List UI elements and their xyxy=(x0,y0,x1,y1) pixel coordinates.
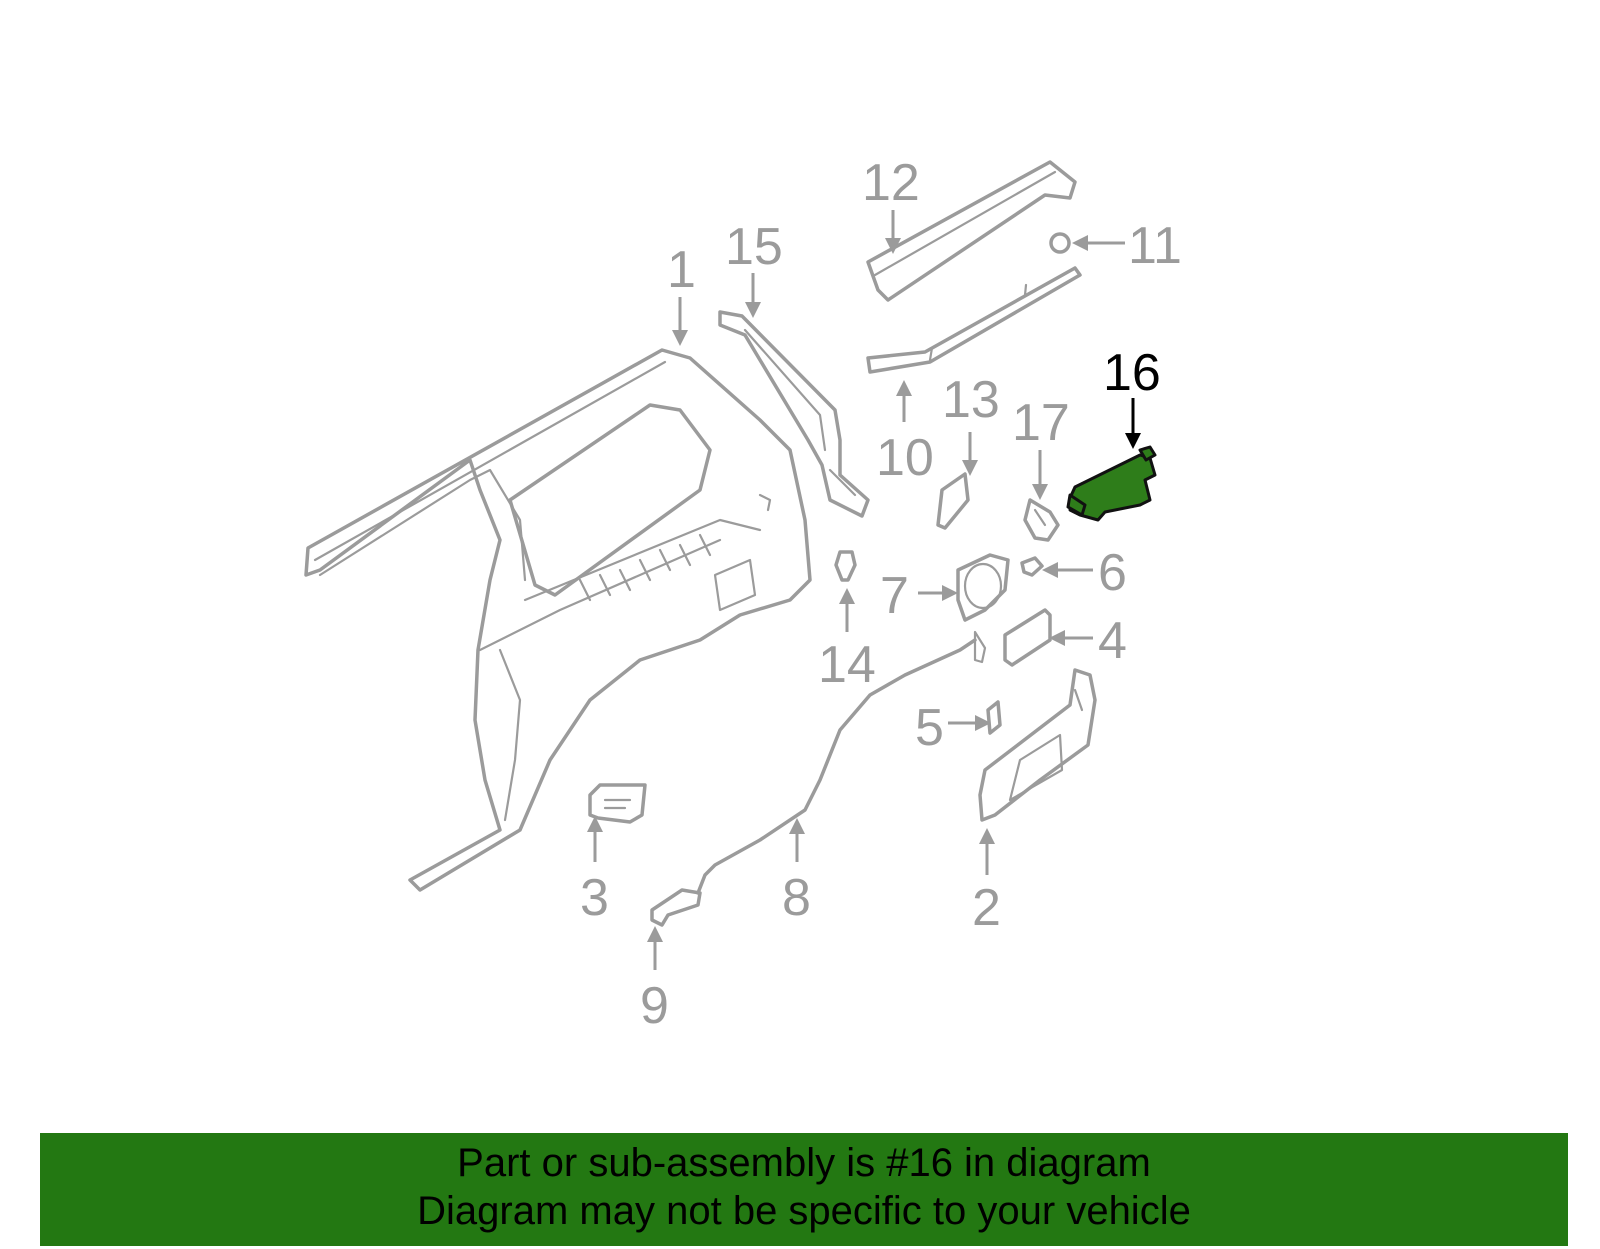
part-10-lower-molding[interactable] xyxy=(866,266,1082,374)
callout-17: 17 xyxy=(1012,394,1070,452)
callout-7: 7 xyxy=(880,567,909,625)
callout-arrows xyxy=(587,210,1141,970)
callout-15: 15 xyxy=(725,218,783,276)
part-1-quarter-panel[interactable] xyxy=(304,348,812,892)
part-16-actuator-highlight[interactable] xyxy=(1066,445,1157,522)
part-5-bracket[interactable] xyxy=(986,700,1002,735)
callout-5: 5 xyxy=(915,699,944,757)
callout-13: 13 xyxy=(942,371,1000,429)
part-3-bracket[interactable] xyxy=(588,783,647,824)
banner-line-2: Diagram may not be specific to your vehi… xyxy=(417,1189,1191,1233)
part-7-filler-housing[interactable] xyxy=(956,553,1010,622)
callout-10: 10 xyxy=(876,429,934,487)
callout-9: 9 xyxy=(640,977,669,1035)
callout-3: 3 xyxy=(580,869,609,927)
callout-11: 11 xyxy=(1128,217,1182,275)
part-2-splash-panel[interactable] xyxy=(978,668,1097,822)
callout-8: 8 xyxy=(782,869,811,927)
callout-6: 6 xyxy=(1098,544,1127,602)
callout-16: 16 xyxy=(1103,344,1161,402)
part-15-pillar-bracket[interactable] xyxy=(718,310,870,518)
part-8-release-cable[interactable] xyxy=(696,630,987,895)
part-14-push-clip[interactable] xyxy=(834,550,857,582)
callout-14: 14 xyxy=(818,636,876,694)
banner-line-1: Part or sub-assembly is #16 in diagram xyxy=(457,1141,1151,1185)
part-4-fuel-door[interactable] xyxy=(1003,608,1052,667)
part-12-upper-molding[interactable] xyxy=(866,160,1077,302)
callout-12: 12 xyxy=(862,154,920,212)
part-6-grommet[interactable] xyxy=(1020,556,1044,577)
callout-4: 4 xyxy=(1098,612,1127,670)
info-banner: Part or sub-assembly is #16 in diagram D… xyxy=(40,1133,1568,1246)
part-13-plate[interactable] xyxy=(936,472,970,530)
callout-1: 1 xyxy=(667,241,696,299)
part-17-gasket[interactable] xyxy=(1023,498,1060,542)
part-11-clip[interactable] xyxy=(1049,232,1071,254)
part-9-release-handle[interactable] xyxy=(650,888,702,927)
callout-2: 2 xyxy=(972,879,1001,937)
